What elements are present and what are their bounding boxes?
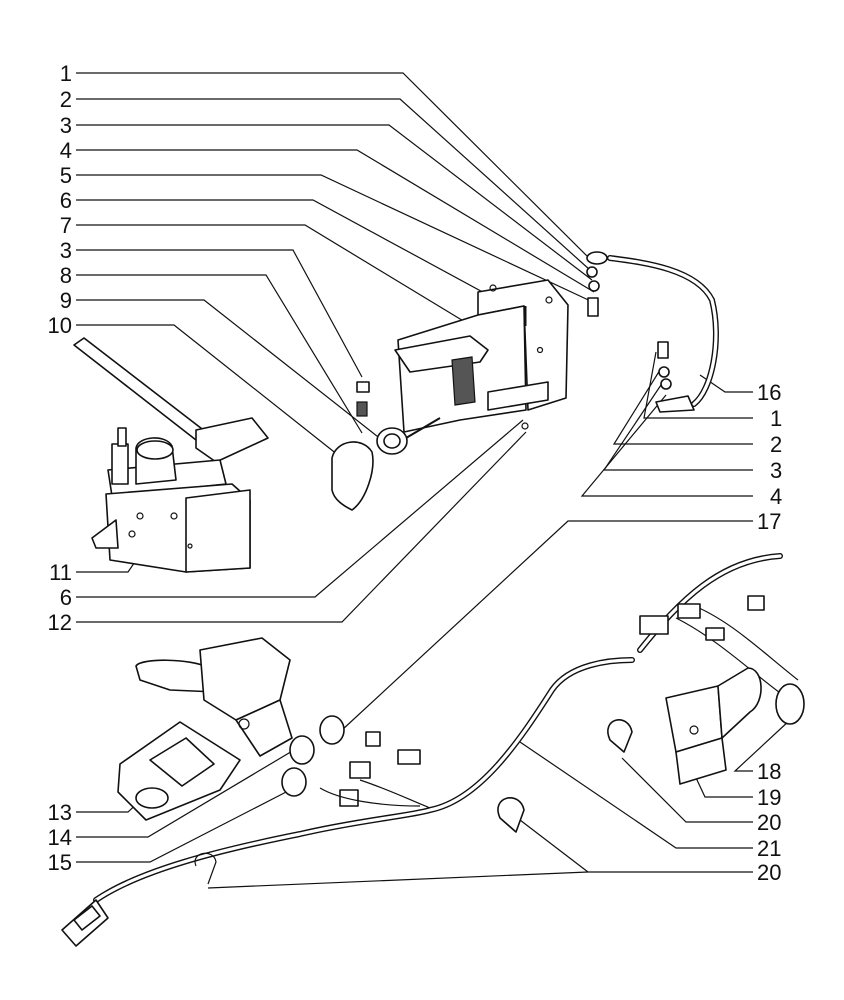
cable-ties [194,719,633,885]
callout-11: 11 [49,560,72,585]
callout-2b: 2 [770,432,782,457]
leader-20b-branch [207,871,589,889]
callout-7: 7 [60,213,72,238]
leader-10 [76,324,339,456]
callout-10: 10 [48,313,72,338]
callout-20: 20 [757,810,781,835]
battery-cable [586,251,719,413]
leader-17 [341,520,753,731]
wiring-harness [61,553,799,947]
leader-6b [76,419,524,598]
leader-2b [612,369,753,445]
leader-14 [76,749,295,838]
callout-4: 4 [60,138,72,163]
callout-19: 19 [757,785,781,810]
leader-3 [76,124,593,281]
bracket-assembly [394,279,569,433]
callout-2: 2 [60,87,72,112]
pressure-switches [281,715,421,807]
leader-12 [76,431,527,623]
leader-9 [76,299,383,441]
leader-1b [643,351,753,419]
leader-5 [76,174,598,305]
leader-21 [519,741,753,849]
callout-labels: 1 2 3 4 5 6 7 3 8 9 10 16 1 2 3 4 17 11 … [48,61,783,885]
callout-18: 18 [757,759,781,784]
leader-3c [602,381,753,471]
callout-21: 21 [757,836,781,861]
rotary-switch [331,381,441,511]
callout-8: 8 [60,263,72,288]
leader-8 [76,274,363,434]
callout-15: 15 [48,850,72,875]
leader-15 [76,789,291,863]
leader-7 [76,224,471,326]
callout-1: 1 [60,61,72,86]
leader-6 [76,199,526,316]
callout-1b: 1 [770,406,782,431]
callout-6b: 6 [60,585,72,610]
leader-4 [76,149,595,293]
leader-lines [76,72,791,889]
callout-4b: 4 [770,484,782,509]
callout-16: 16 [757,380,781,405]
callout-13: 13 [48,800,72,825]
leader-20b [519,819,753,873]
leader-1 [76,72,589,258]
pedal-assembly [73,337,269,573]
callout-20b: 20 [757,860,781,885]
callout-5: 5 [60,163,72,188]
leader-3b [76,249,363,378]
callout-3: 3 [60,113,72,138]
callout-6: 6 [60,188,72,213]
leader-4b [580,394,753,497]
leader-2 [76,98,591,271]
callout-12: 12 [48,610,72,635]
callout-3b: 3 [60,238,72,263]
callout-3c: 3 [770,458,782,483]
callout-17: 17 [757,509,781,534]
selector-valve [117,637,293,821]
solenoid-valve [665,667,805,785]
callout-14: 14 [48,825,72,850]
callout-9: 9 [60,288,72,313]
leader-18 [733,719,791,772]
leader-20 [621,757,753,823]
